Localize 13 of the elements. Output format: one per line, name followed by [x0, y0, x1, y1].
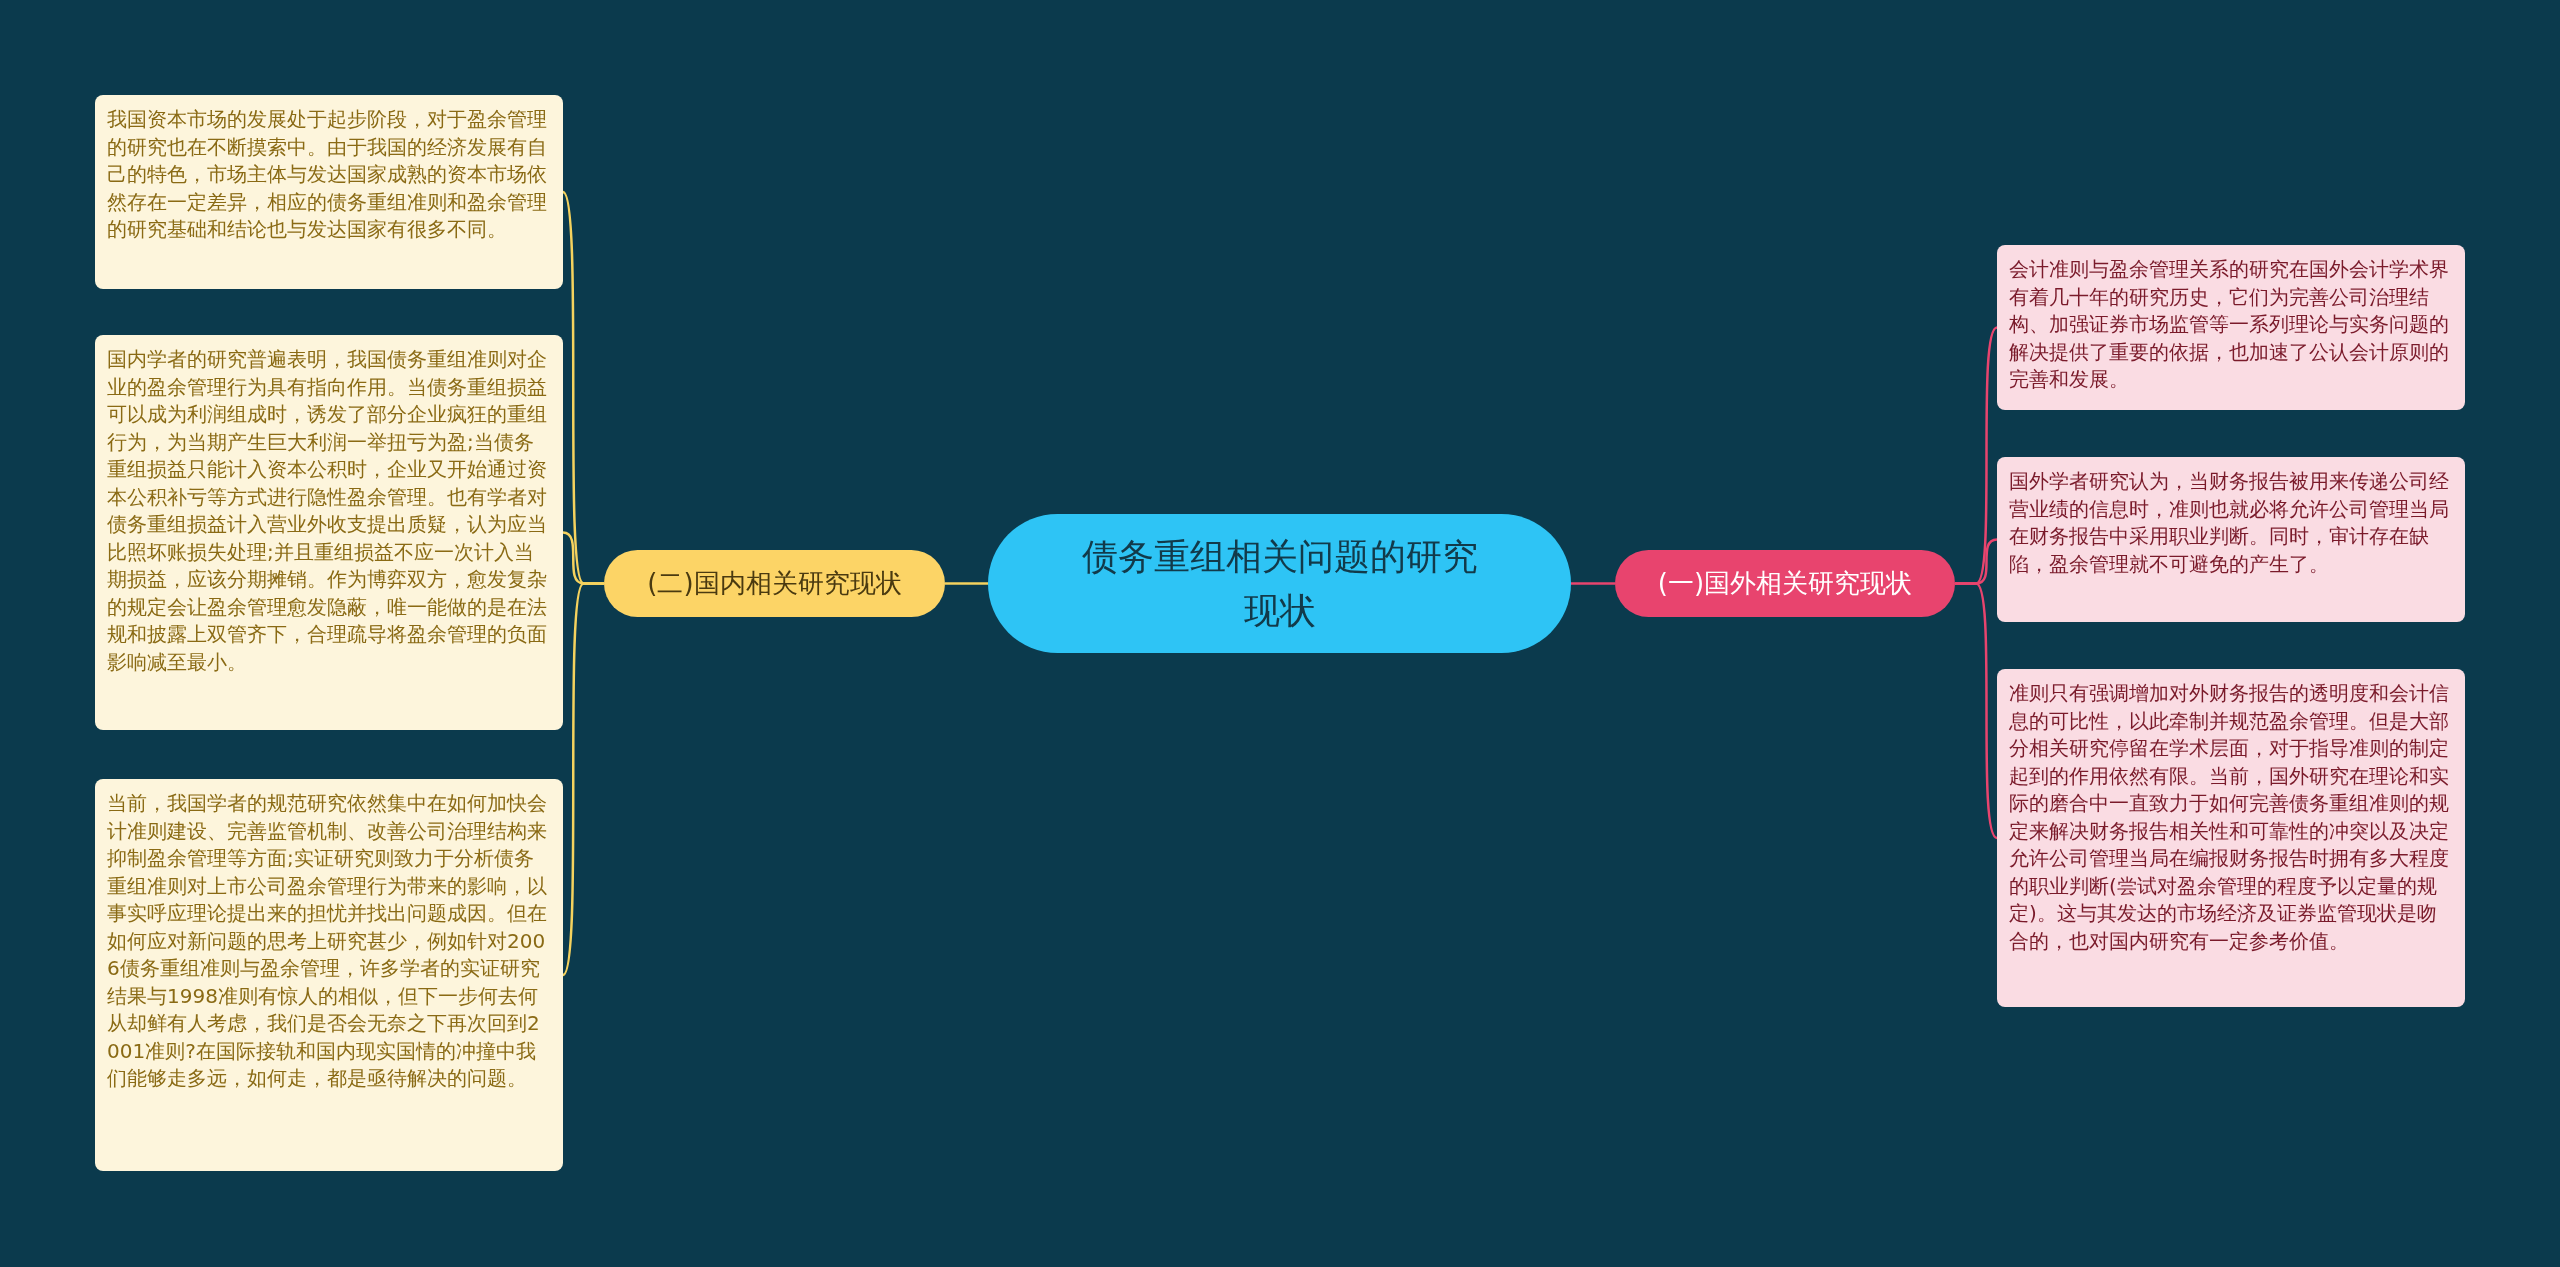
text-card: 我国资本市场的发展处于起步阶段，对于盈余管理的研究也在不断摸索中。由于我国的经济发展有自己的特色，市场主体与发达国家成熟的资本市场依然存在一定差异，相应的债务重组准则和盈余管理的研究基础和结论也与发达国家有很多不同。: [95, 95, 563, 289]
connector-line: [945, 582, 988, 585]
text-card: 准则只有强调增加对外财务报告的透明度和会计信息的可比性，以此牵制并规范盈余管理。但是大部分相关研究停留在学术层面，对于指导准则的制定起到的作用依然有限。当前，国外研究在理论和实际的磨合中一直致力于如何完善债务重组准则的规定来解决财务报告相关性和可靠性的冲突以及决定允许公司管理当局在编报财务报告时拥有多大程度的职业判断(尝试对盈余管理的程度予以定量的规定)。这与其发达的市场经济及证券监管现状是吻合的，也对国内研究有一定参考价值。: [1997, 669, 2465, 1007]
central-topic: 债务重组相关问题的研究现状: [988, 514, 1571, 653]
connector-line: [561, 582, 604, 976]
text-card: 会计准则与盈余管理关系的研究在国外会计学术界有着几十年的研究历史，它们为完善公司治理结构、加强证券市场监管等一系列理论与实务问题的解决提供了重要的依据，也加速了公认会计原则的完善和发展。: [1997, 245, 2465, 410]
connector-line: [1571, 582, 1615, 585]
text-card: 当前，我国学者的规范研究依然集中在如何加快会计准则建设、完善监管机制、改善公司治理结构来抑制盈余管理等方面;实证研究则致力于分析债务重组准则对上市公司盈余管理行为带来的影响，以事实呼应理论提出来的担忧并找出问题成因。但在如何应对新问题的思考上研究甚少，例如针对2006债务重组准则与盈余管理，许多学者的实证研究结果与1998准则有惊人的相似，但下一步何去何从却鲜有人考虑，我们是否会无奈之下再次回到2001准则?在国际接轨和国内现实国情的冲撞中我们能够走多远，如何走，都是亟待解决的问题。: [95, 779, 563, 1171]
text-card: 国外学者研究认为，当财务报告被用来传递公司经营业绩的信息时，准则也就必将允许公司管理当局在财务报告中采用职业判断。同时，审计存在缺陷，盈余管理就不可避免的产生了。: [1997, 457, 2465, 622]
connector-line: [1955, 582, 1998, 839]
branch-topic: (一)国外相关研究现状: [1615, 550, 1955, 617]
text-card: 国内学者的研究普遍表明，我国债务重组准则对企业的盈余管理行为具有指向作用。当债务重组损益可以成为利润组成时，诱发了部分企业疯狂的重组行为，为当期产生巨大利润一举扭亏为盈;当债务重组损益只能计入资本公积时，企业又开始通过资本公积补亏等方式进行隐性盈余管理。也有学者对债务重组损益计入营业外收支提出质疑，认为应当比照坏账损失处理;并且重组损益不应一次计入当期损益，应该分期摊销。作为博弈双方，愈发复杂的规定会让盈余管理愈发隐蔽，唯一能做的是在法规和披露上双管齐下，合理疏导将盈余管理的负面影响减至最小。: [95, 335, 563, 730]
branch-topic: (二)国内相关研究现状: [604, 550, 945, 617]
